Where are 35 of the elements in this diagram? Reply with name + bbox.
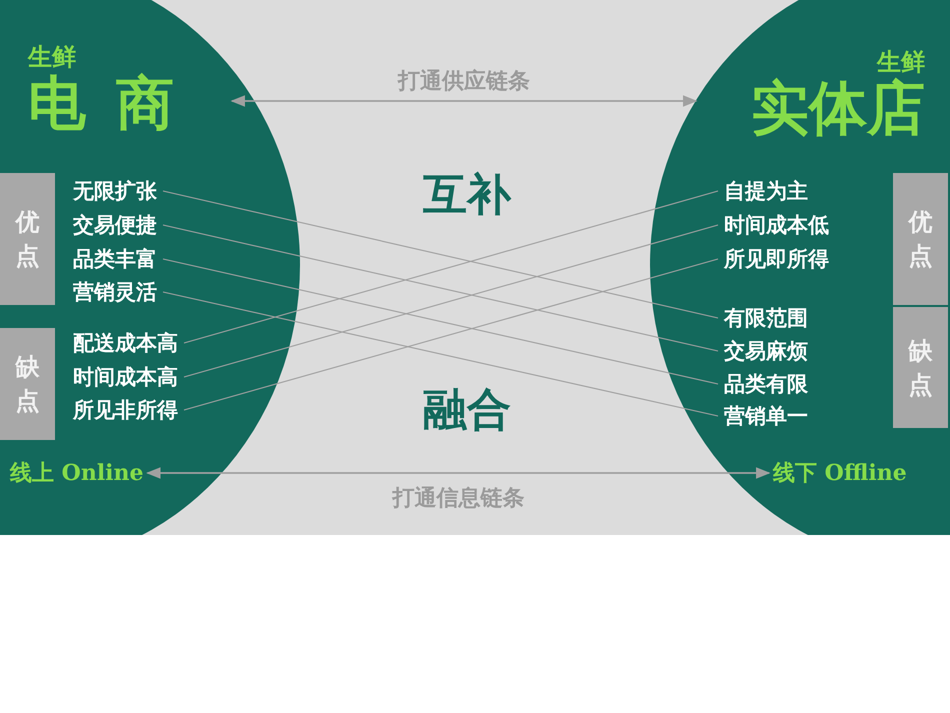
- side-tab: 缺点: [893, 307, 948, 428]
- channel-label: 线上 Online: [10, 458, 144, 488]
- title: 电商: [28, 72, 205, 134]
- list-item: 配送成本高: [73, 330, 178, 356]
- connector-line: [184, 190, 718, 344]
- connector-line: [184, 258, 718, 411]
- list-item: 营销灵活: [73, 279, 157, 305]
- list-item: 品类有限: [724, 371, 808, 397]
- arrow: [230, 95, 698, 107]
- list-item: 无限扩张: [73, 178, 157, 204]
- list-item: 有限范围: [724, 305, 808, 331]
- list-item: 所见即所得: [724, 246, 829, 272]
- list-item: 时间成本低: [724, 212, 829, 238]
- list-item: 营销单一: [724, 403, 808, 429]
- list-item: 交易便捷: [73, 212, 157, 238]
- connector-line: [162, 224, 718, 352]
- arrow: [146, 467, 770, 479]
- center-label: 融合: [423, 384, 511, 438]
- connector-line: [162, 190, 718, 319]
- list-item: 品类丰富: [73, 246, 157, 272]
- channel-label: 线下 Offline: [773, 458, 907, 488]
- side-tab: 缺点: [0, 328, 55, 440]
- connector-line: [184, 224, 718, 378]
- subtitle: 生鲜: [876, 47, 925, 77]
- side-tab: 优点: [0, 173, 55, 305]
- side-tab: 优点: [893, 173, 948, 305]
- title: 实体店: [750, 77, 925, 139]
- list-item: 自提为主: [724, 178, 808, 204]
- connector-line: [162, 291, 718, 417]
- list-item: 时间成本高: [73, 364, 178, 390]
- list-item: 交易麻烦: [724, 338, 808, 364]
- connector-line: [162, 258, 718, 385]
- list-item: 所见非所得: [73, 397, 178, 423]
- center-label: 互补: [423, 168, 511, 222]
- subtitle: 生鲜: [28, 42, 77, 72]
